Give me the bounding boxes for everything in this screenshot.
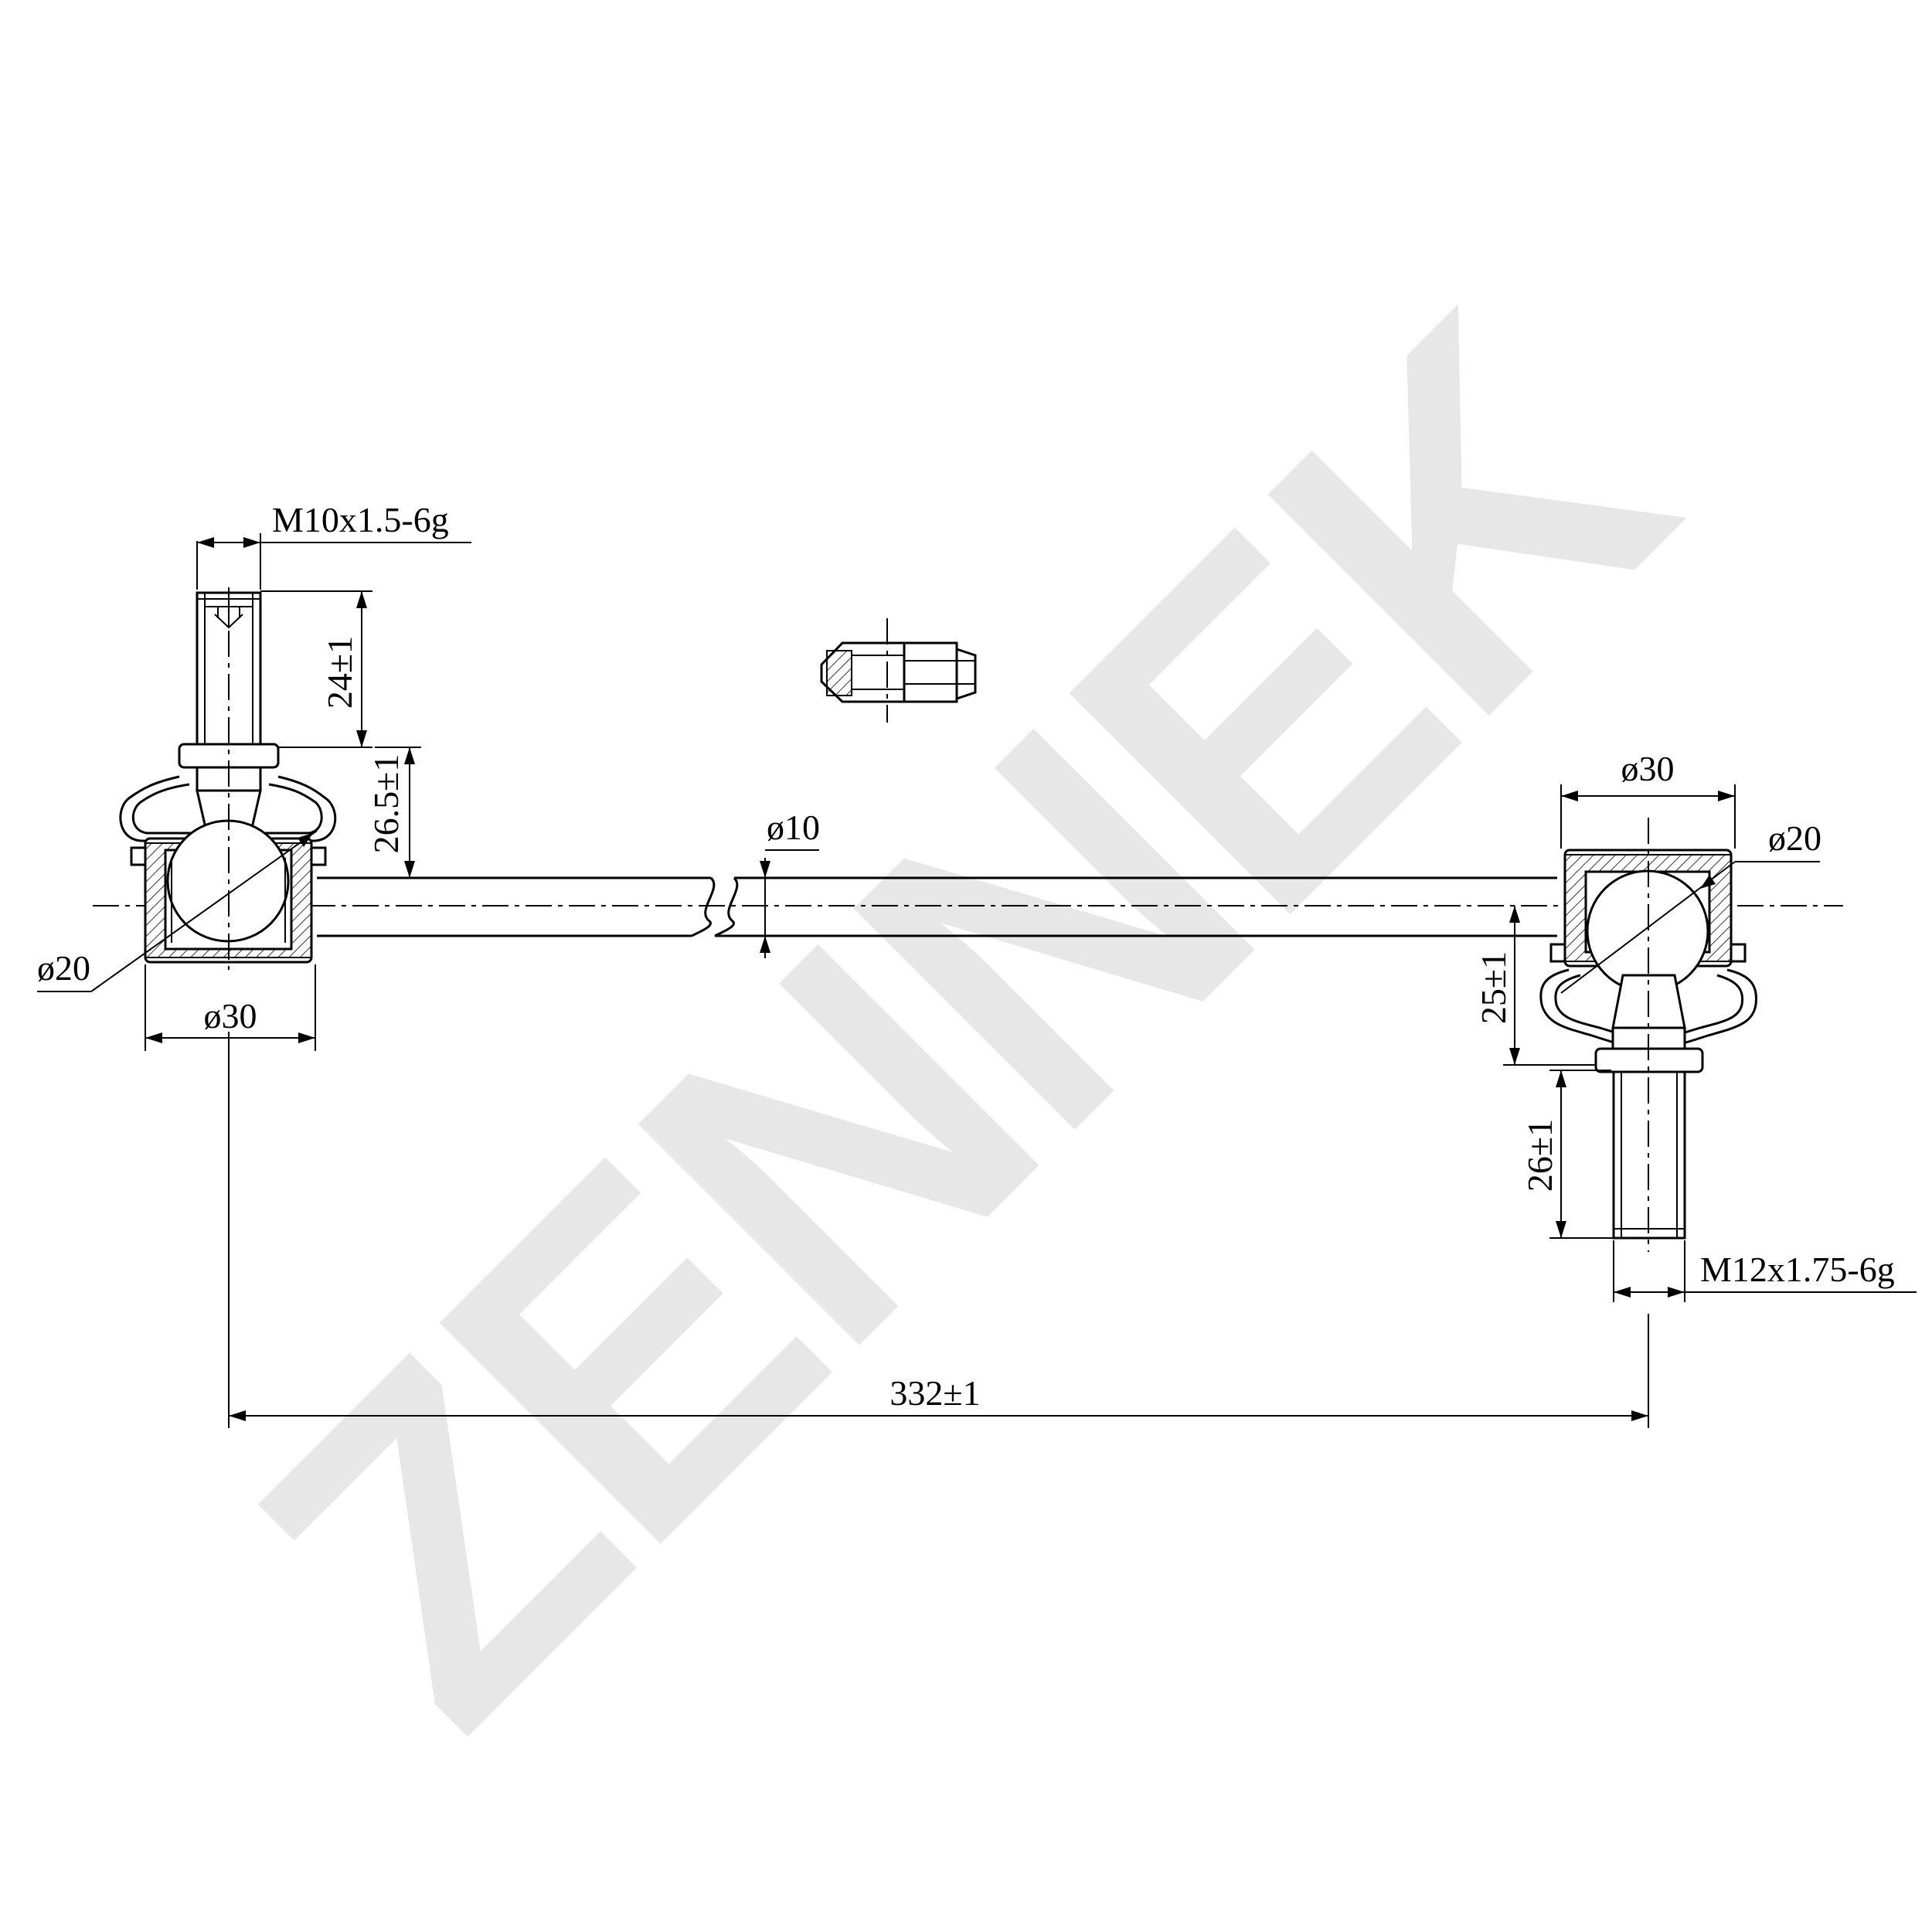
- label-left-thread: M10x1.5-6g: [272, 500, 449, 539]
- label-left-stud-height: 26.5±1: [366, 754, 406, 854]
- dimension-lines: [37, 533, 1917, 1428]
- rod: [317, 876, 1557, 937]
- left-ball-joint: [119, 591, 337, 964]
- lock-nut: [820, 618, 977, 723]
- label-left-housing: ø30: [204, 996, 257, 1036]
- label-left-thread-length: 24±1: [320, 636, 359, 709]
- brand-watermark: ZENNEK: [168, 225, 1757, 1814]
- label-right-housing: ø30: [1621, 749, 1675, 788]
- label-right-thread-length: 26±1: [1520, 1119, 1560, 1192]
- watermark-text: ZENNEK: [168, 225, 1757, 1814]
- label-overall-length: 332±1: [889, 1373, 980, 1413]
- dimension-labels: M10x1.5-6g 24±1 26.5±1 ø20 ø30 ø10 ø30 ø…: [37, 500, 1895, 1413]
- label-right-stud-height: 25±1: [1474, 951, 1513, 1024]
- label-left-ball: ø20: [37, 948, 90, 988]
- label-right-thread: M12x1.75-6g: [1700, 1250, 1895, 1289]
- label-rod-diameter: ø10: [767, 808, 820, 847]
- label-right-ball: ø20: [1768, 818, 1821, 858]
